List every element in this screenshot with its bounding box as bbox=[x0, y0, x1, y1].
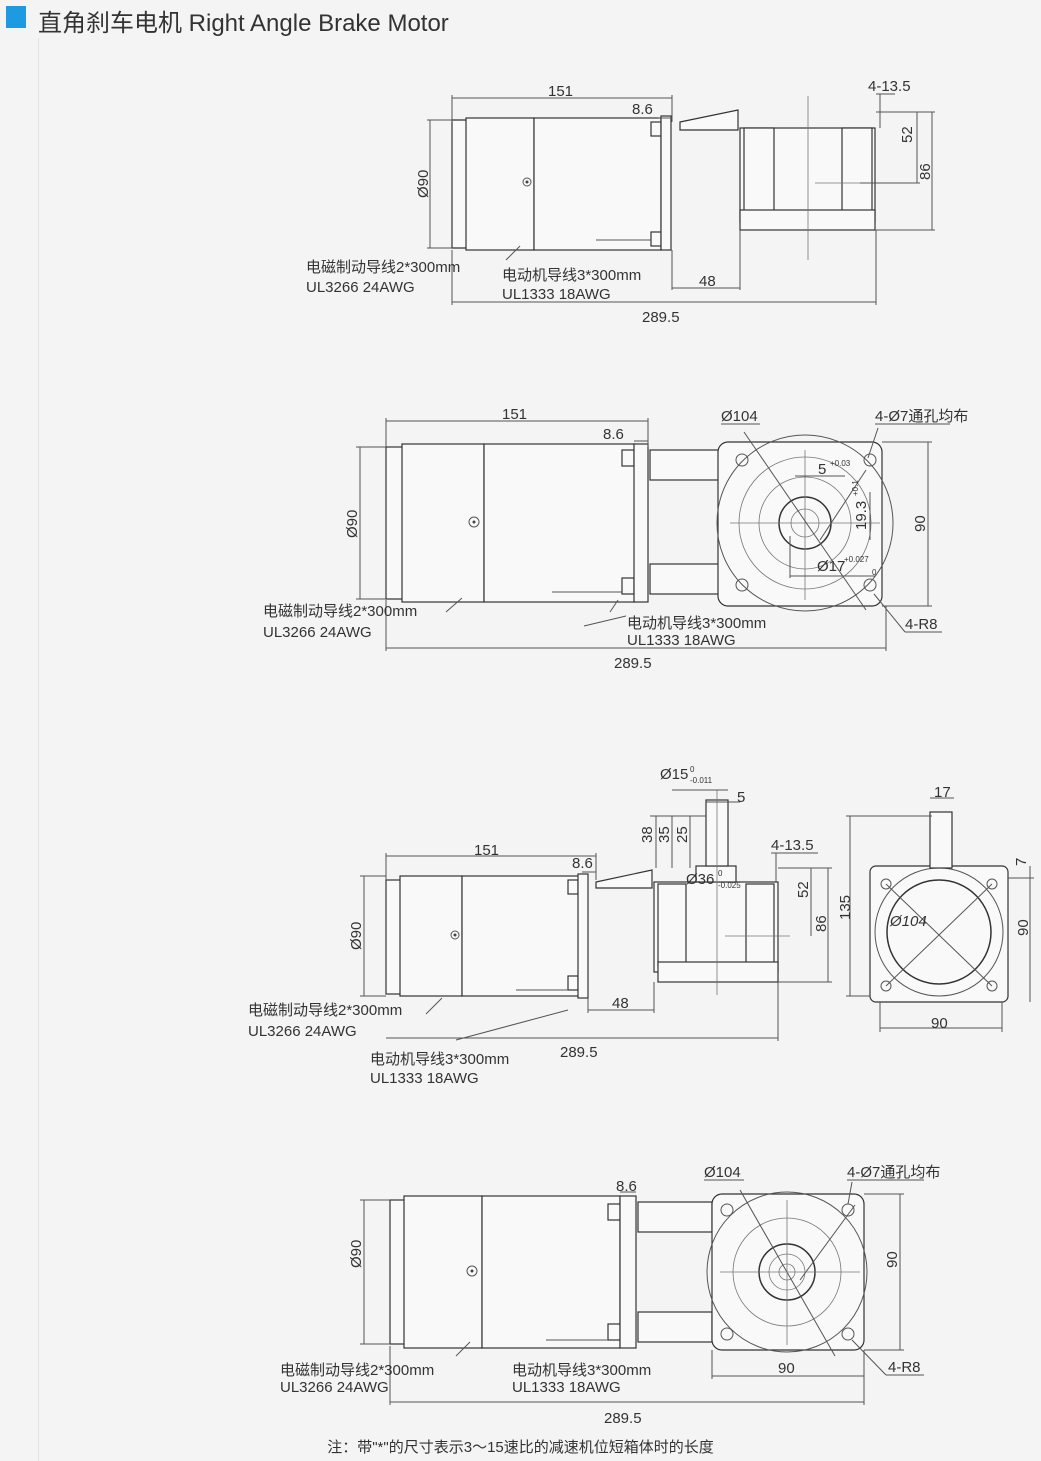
dim-dia-90-v2: Ø90 bbox=[344, 510, 361, 538]
view-3-end: 17 135 7 90 90 Ø104 bbox=[837, 784, 1034, 1032]
tol-0-v3a: 0 bbox=[690, 765, 695, 774]
dim-7-v3: 7 bbox=[1013, 858, 1030, 866]
motor-wire-label: 电动机导线3*300mm bbox=[502, 267, 641, 284]
dim-dia-104-v4: Ø104 bbox=[704, 1164, 741, 1181]
dim-289-5: 289.5 bbox=[642, 309, 680, 326]
dim-dia-36-v3: Ø36 bbox=[686, 871, 714, 888]
dim-dia-104-v2: Ø104 bbox=[721, 408, 758, 425]
brake-wire-label: 电磁制动导线2*300mm bbox=[306, 259, 460, 276]
page-title: 直角刹车电机 Right Angle Brake Motor bbox=[38, 10, 449, 37]
footnote: 注：带"*"的尺寸表示3～15速比的减速机位短箱体时的长度 bbox=[327, 1439, 714, 1456]
motor-wire-label-v4: 电动机导线3*300mm bbox=[512, 1362, 651, 1379]
dim-135-v3: 135 bbox=[837, 895, 854, 920]
tol-0-v3b: 0 bbox=[718, 869, 723, 878]
dim-90-v3-end-h: 90 bbox=[931, 1015, 948, 1032]
dim-52-v3: 52 bbox=[795, 881, 812, 898]
tol-p003-v2: +0.03 bbox=[830, 459, 851, 468]
motor-awg-label: UL1333 18AWG bbox=[502, 286, 611, 303]
dim-151-v2: 151 bbox=[502, 406, 527, 423]
dim-4-13-5-v3: 4-13.5 bbox=[771, 837, 814, 854]
tol-p0027-v2: +0.027 bbox=[844, 555, 869, 564]
dim-holes-v2: 4-Ø7通孔均布 bbox=[875, 408, 968, 425]
dim-17-v3: 17 bbox=[934, 784, 951, 801]
dim-38-v3: 38 bbox=[639, 826, 656, 843]
section-marker bbox=[6, 6, 26, 28]
dim-25-v3: 25 bbox=[674, 826, 691, 843]
dim-holes-v4: 4-Ø7通孔均布 bbox=[847, 1164, 940, 1181]
brake-wire-label-v2: 电磁制动导线2*300mm bbox=[263, 603, 417, 620]
motor-wire-label-v3: 电动机导线3*300mm bbox=[370, 1051, 509, 1068]
dim-48-v3: 48 bbox=[612, 995, 629, 1012]
dim-8-6-v2: 8.6 bbox=[603, 426, 624, 443]
motor-wire-label-v2: 电动机导线3*300mm bbox=[627, 615, 766, 632]
tol-m0025-v3: -0.025 bbox=[718, 881, 741, 890]
tol-m0011-v3: -0.011 bbox=[690, 776, 713, 785]
view-3-side-shaft: 151 8.6 Ø90 289.5 48 Ø15 0 -0.011 5 38 3… bbox=[248, 765, 832, 1087]
dim-86: 86 bbox=[917, 163, 934, 180]
dim-8-6: 8.6 bbox=[632, 101, 653, 118]
dim-151-v3: 151 bbox=[474, 842, 499, 859]
dim-90-v4-v: 90 bbox=[884, 1251, 901, 1268]
dim-35-v3: 35 bbox=[656, 826, 673, 843]
motor-awg-label-v3: UL1333 18AWG bbox=[370, 1070, 479, 1087]
dim-5-v3: 5 bbox=[737, 789, 745, 806]
dim-8-6-v3: 8.6 bbox=[572, 855, 593, 872]
page-header: 直角刹车电机 Right Angle Brake Motor bbox=[0, 0, 1041, 37]
dim-4r8-v4: 4-R8 bbox=[888, 1359, 921, 1376]
dim-289-5-v3: 289.5 bbox=[560, 1044, 598, 1061]
motor-awg-label-v4: UL1333 18AWG bbox=[512, 1379, 621, 1396]
dim-90-v4-h: 90 bbox=[778, 1360, 795, 1377]
dim-4r8-v2: 4-R8 bbox=[905, 616, 938, 633]
dim-dia-17-v2: Ø17 bbox=[817, 558, 845, 575]
tol-0-v2: 0 bbox=[872, 568, 877, 577]
view-1-side: 151 8.6 Ø90 289.5 48 4-13.5 52 86 电磁制动导线… bbox=[306, 78, 935, 326]
dim-52: 52 bbox=[899, 126, 916, 143]
dim-289-5-v4: 289.5 bbox=[604, 1410, 642, 1427]
brake-awg-label-v4: UL3266 24AWG bbox=[280, 1379, 389, 1396]
brake-wire-label-v4: 电磁制动导线2*300mm bbox=[280, 1362, 434, 1379]
brake-awg-label-v2: UL3266 24AWG bbox=[263, 624, 372, 641]
dim-90-v3-end-v: 90 bbox=[1015, 919, 1032, 936]
dim-48: 48 bbox=[699, 273, 716, 290]
dim-dia-90-v3: Ø90 bbox=[348, 922, 365, 950]
dim-4-13-5: 4-13.5 bbox=[868, 78, 911, 95]
dim-dia-90: Ø90 bbox=[415, 170, 432, 198]
dim-dia-15-v3: Ø15 bbox=[660, 766, 688, 783]
dim-dia-104-v3: Ø104 bbox=[889, 913, 927, 930]
dim-8-6-v4: 8.6 bbox=[616, 1178, 637, 1195]
view-4-side-flange: 8.6 Ø90 289.5 90 90 Ø104 4-Ø7通孔均布 4-R8 电… bbox=[280, 1164, 940, 1427]
tol-p01-v2: +0.1 bbox=[851, 480, 860, 496]
dim-151: 151 bbox=[548, 83, 573, 100]
dim-289-5-v2: 289.5 bbox=[614, 655, 652, 672]
brake-wire-label-v3: 电磁制动导线2*300mm bbox=[248, 1002, 402, 1019]
dim-5-v2: 5 bbox=[818, 461, 826, 478]
brake-awg-label-v3: UL3266 24AWG bbox=[248, 1023, 357, 1040]
dim-dia-90-v4: Ø90 bbox=[348, 1240, 365, 1268]
brake-awg-label: UL3266 24AWG bbox=[306, 279, 415, 296]
view-2-side-flange: 151 8.6 Ø90 289.5 Ø104 4-Ø7通孔均布 90 4-R8 … bbox=[263, 406, 968, 672]
motor-awg-label-v2: UL1333 18AWG bbox=[627, 632, 736, 649]
left-border bbox=[38, 38, 39, 1461]
dim-86-v3: 86 bbox=[813, 915, 830, 932]
dim-19-3-v2: 19.3 bbox=[853, 501, 870, 530]
dim-90-v2: 90 bbox=[912, 515, 929, 532]
